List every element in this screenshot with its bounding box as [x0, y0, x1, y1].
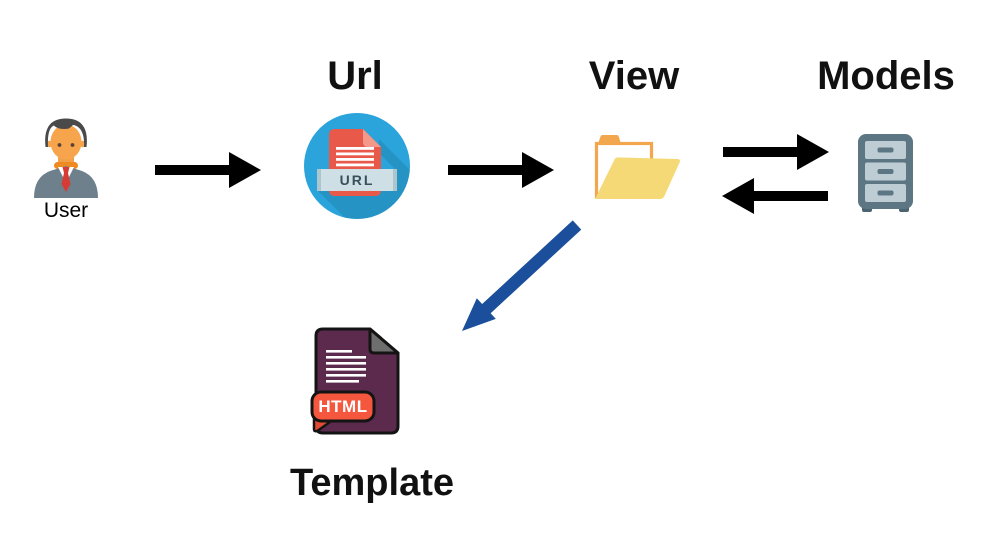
html-file-icon — [310, 327, 400, 435]
url-title: Url — [327, 54, 383, 98]
user-avatar-icon — [34, 118, 98, 198]
arrow-url-to-view — [448, 152, 554, 188]
template-label: Template — [289, 462, 454, 504]
html-badge-text: HTML — [318, 397, 368, 416]
file-cabinet-icon — [858, 134, 913, 212]
url-badge-text: URL — [339, 172, 375, 188]
open-folder-icon — [594, 135, 680, 199]
models-title: Models — [817, 54, 955, 98]
arrow-models-to-view — [722, 178, 828, 214]
view-title: View — [588, 54, 680, 98]
user-label: User — [43, 199, 89, 222]
arrow-view-to-template — [462, 220, 582, 331]
arrow-view-to-models — [723, 134, 829, 170]
arrow-user-to-url — [155, 152, 261, 188]
url-document-icon — [304, 113, 410, 219]
